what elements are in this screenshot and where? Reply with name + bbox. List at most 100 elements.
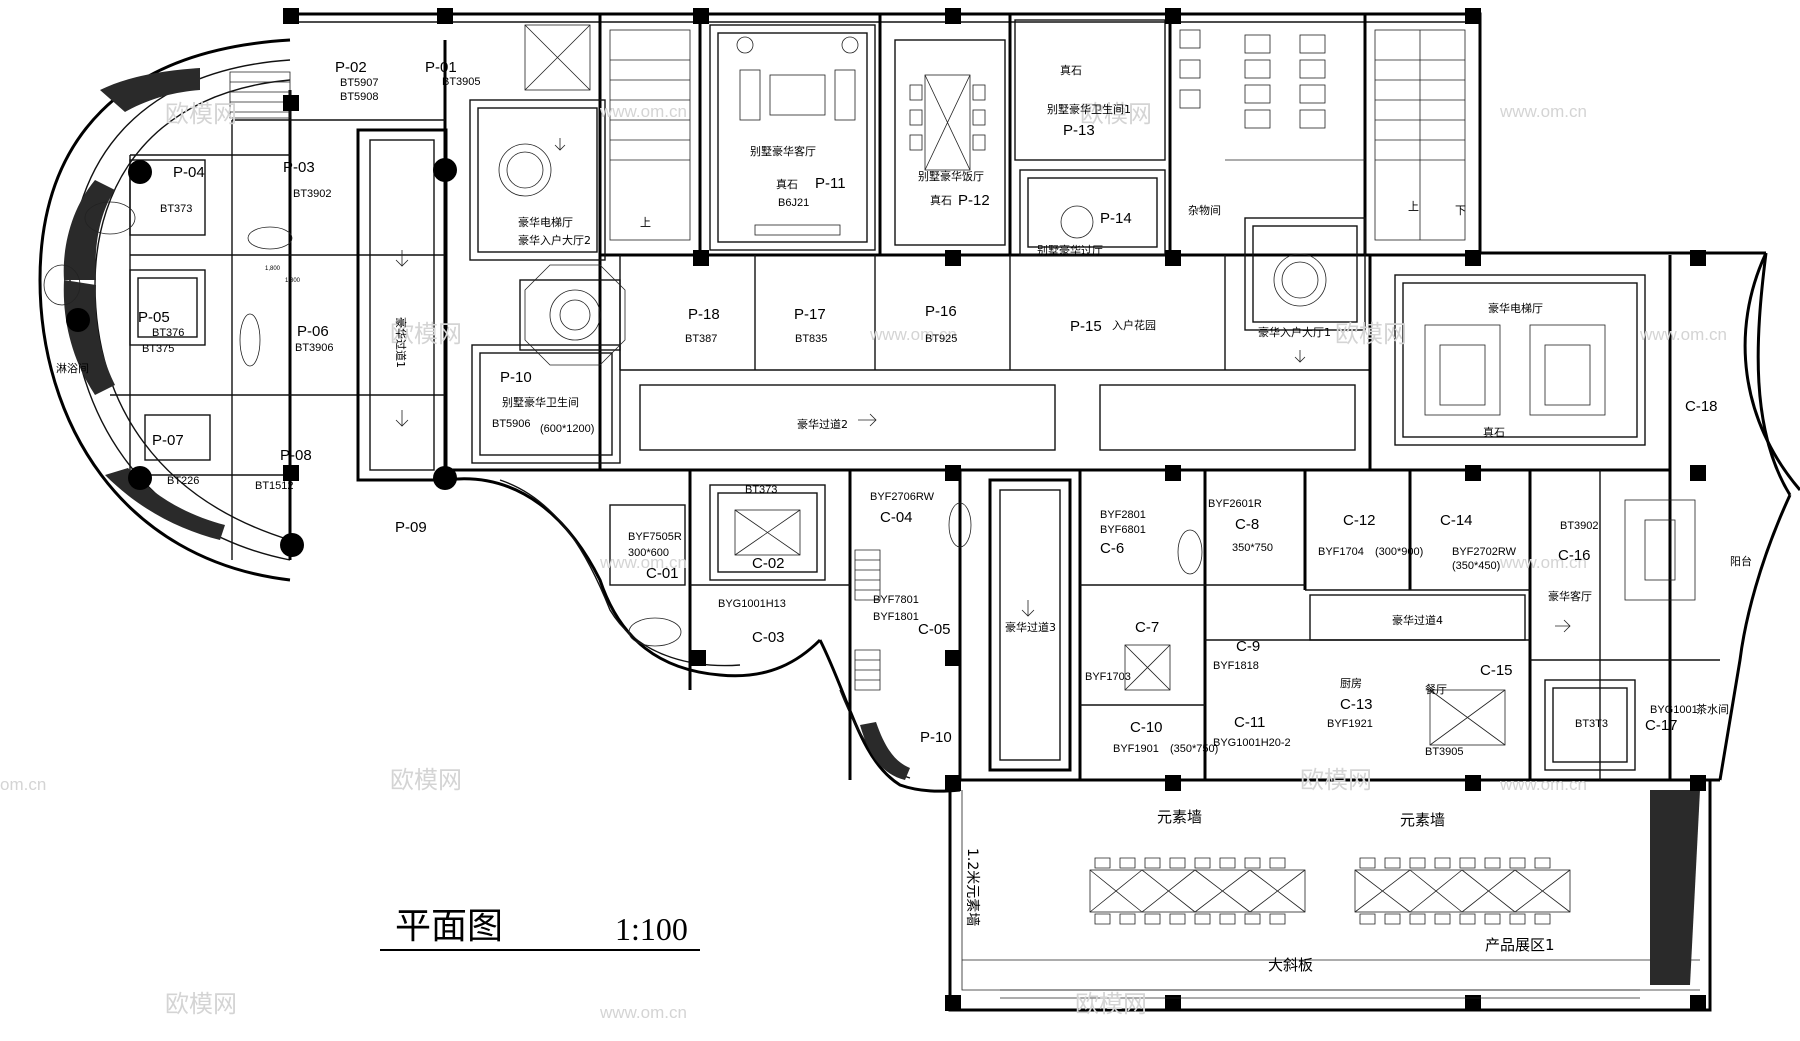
watermark-site: www.om.cn — [599, 1003, 687, 1022]
shower-label: 淋浴间 — [56, 362, 89, 375]
watermark-site: www.om.cn — [1499, 102, 1587, 121]
hall-label: 豪华电梯厅 — [1488, 301, 1543, 315]
room-code: BYF1801 — [873, 611, 919, 623]
stair-up-label: 上 — [1408, 200, 1419, 213]
corridor-label: 豪华过道1 — [394, 317, 408, 368]
watermark-brand: 欧模网 — [1335, 320, 1407, 348]
room-id: C-14 — [1440, 512, 1473, 529]
hall-label: 豪华入户大厅2 — [518, 233, 591, 247]
watermark-brand: 欧模网 — [165, 990, 237, 1018]
balcony-label: 阳台 — [1730, 554, 1752, 568]
room-id: P-05 — [138, 309, 170, 326]
watermark-site: om.cn — [0, 775, 46, 794]
room-code: BT3T3 — [1575, 718, 1608, 730]
room-code: BT5908 — [340, 91, 379, 103]
room-code: BYF2801 — [1100, 509, 1146, 521]
room-code: BYG1001 — [1650, 704, 1698, 716]
room-id: P-09 — [395, 519, 427, 536]
room-id: C-11 — [1234, 714, 1265, 731]
room-id: C-17 — [1645, 717, 1678, 734]
room-id: P-17 — [794, 306, 826, 323]
room-id: C-04 — [880, 509, 913, 526]
room-id: P-01 — [425, 59, 457, 76]
corridor-label: 豪华过道2 — [797, 417, 848, 431]
corridor-label: 豪华过道4 — [1392, 613, 1443, 627]
room-cn: 别墅豪华卫生间 — [502, 395, 579, 409]
room-code: 300*600 — [628, 547, 669, 559]
area-labels: 豪华过道1 豪华过道2 豪华过道3 豪华过道4 豪华电梯厅 豪华入户大厅2 豪华… — [56, 200, 1752, 974]
room-cn: 别墅豪华客厅 — [750, 144, 816, 158]
drawing-title: 平面图 — [395, 906, 503, 947]
room-id: C-03 — [752, 629, 785, 646]
room-id: C-7 — [1135, 619, 1159, 636]
room-note: (350*750) — [1170, 743, 1218, 755]
room-id: C-15 — [1480, 662, 1513, 679]
stair-down-label: 下 — [1455, 204, 1466, 217]
room-id: P-12 — [958, 192, 990, 209]
room-code: BYF1703 — [1085, 671, 1131, 683]
room-code: BYF2601R — [1208, 498, 1262, 510]
room-id: P-18 — [688, 306, 720, 323]
room-code: BT3902 — [1560, 520, 1599, 532]
room-cn: 豪华客厅 — [1548, 589, 1592, 603]
hall-label: 豪华电梯厅 — [518, 215, 573, 229]
room-code: BYF1921 — [1327, 718, 1373, 730]
room-code: 350*750 — [1232, 542, 1273, 554]
room-code: BYF7801 — [873, 594, 919, 606]
drawing-scale: 1:100 — [615, 911, 688, 947]
drawing-title-block: 平面图 1:100 — [395, 906, 688, 947]
room-id: C-8 — [1235, 516, 1259, 533]
room-id: C-9 — [1236, 638, 1260, 655]
room-code: BYF2706RW — [870, 491, 935, 503]
stone-label: 真石 — [1483, 425, 1505, 439]
watermark-brand: 欧模网 — [1080, 100, 1152, 128]
columns — [66, 8, 1706, 1011]
room-cn: 别墅豪华卫生间1 — [1047, 102, 1131, 116]
watermark-brand: 欧模网 — [390, 320, 462, 348]
room-code: BYG1001H20-2 — [1213, 737, 1291, 749]
room-id: P-02 — [335, 59, 367, 76]
watermark-site: www.om.cn — [869, 325, 957, 344]
watermark-brand: 欧模网 — [1075, 990, 1147, 1018]
room-code: BT3905 — [1425, 746, 1464, 758]
room-code: BT373 — [745, 484, 777, 496]
room-cn: 别墅豪华饭厅 — [918, 169, 984, 183]
room-id: P-13 — [1063, 122, 1095, 139]
room-code: BYF2702RW — [1452, 546, 1517, 558]
furniture — [43, 36, 1696, 999]
room-id: P-10 — [920, 729, 952, 746]
room-id: C-05 — [918, 621, 951, 638]
watermark-site: www.om.cn — [599, 553, 687, 572]
room-code: BYG1001H13 — [718, 598, 786, 610]
room-id: C-12 — [1343, 512, 1376, 529]
room-code: BYF1704 — [1318, 546, 1364, 558]
room-code: BYF1818 — [1213, 660, 1259, 672]
dimension-label: 1,800 — [285, 278, 301, 284]
product-area-label: 产品展区1 — [1485, 936, 1555, 954]
room-labels: P-01 BT3905 P-02 BT5907 BT5908 P-03 BT39… — [138, 59, 1729, 758]
room-code: BYF7505R — [628, 531, 682, 543]
room-code: BT3906 — [295, 342, 334, 354]
element-wall-label: 元素墙 — [1400, 811, 1445, 829]
watermark-site: www.om.cn — [599, 102, 687, 121]
dimension-label: 1,800 — [265, 266, 281, 272]
room-id: C-6 — [1100, 540, 1124, 557]
room-code: BT376 — [152, 327, 184, 339]
watermark-layer: 欧模网 欧模网 欧模网 欧模网 欧模网 欧模网 欧模网 欧模网 www.om.c… — [0, 100, 1727, 1022]
room-code: BT835 — [795, 333, 827, 345]
room-id: P-16 — [925, 303, 957, 320]
room-id: P-10 — [500, 369, 532, 386]
slope-label: 大斜板 — [1268, 956, 1313, 974]
room-code: BT925 — [925, 333, 957, 345]
room-id: P-08 — [280, 447, 312, 464]
stair-up-label: 上 — [640, 216, 651, 229]
room-cn: 餐厅 — [1425, 682, 1447, 696]
room-code: BT5906 — [492, 418, 531, 430]
room-id: P-06 — [297, 323, 329, 340]
room-cn: 入户花园 — [1112, 318, 1156, 332]
hall-label: 豪华入户大厅1 — [1258, 325, 1331, 339]
room-id: P-03 — [283, 159, 315, 176]
room-id: P-04 — [173, 164, 205, 181]
room-code: BYF6801 — [1100, 524, 1146, 536]
